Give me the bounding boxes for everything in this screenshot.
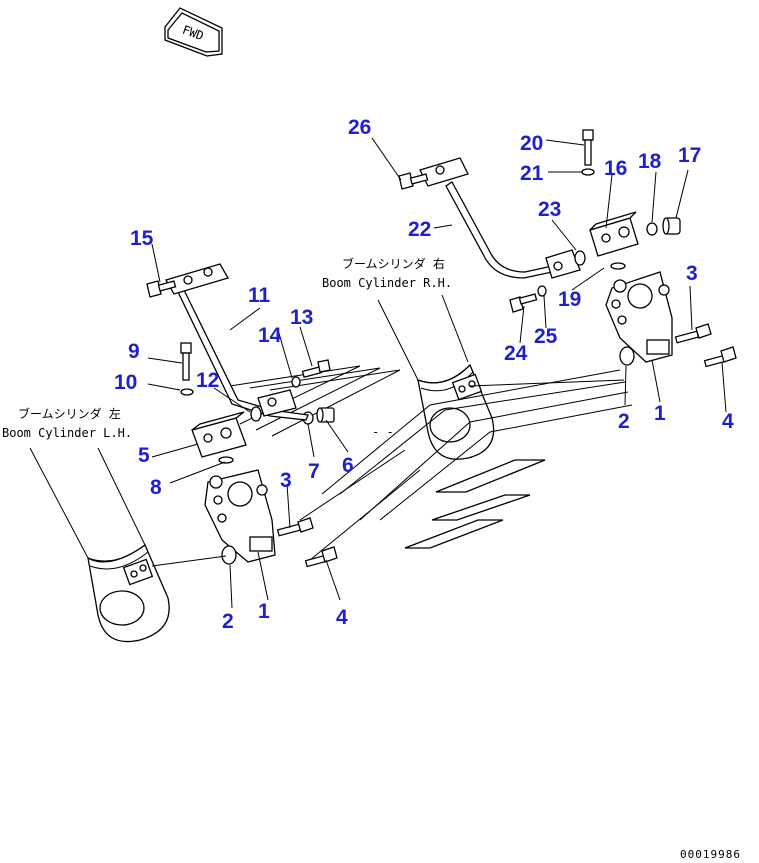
floor-plates xyxy=(404,459,546,549)
callout-17: 17 xyxy=(678,144,701,167)
callout-7: 7 xyxy=(308,460,320,483)
callout-5: 5 xyxy=(138,444,150,467)
callout-23: 23 xyxy=(538,198,561,221)
boom-cylinder-lh xyxy=(29,447,170,643)
hose-burst-valve-lh xyxy=(204,469,276,563)
o-ring-18 xyxy=(646,222,658,236)
bolt-15 xyxy=(146,280,177,298)
callout-14: 14 xyxy=(258,324,282,347)
flange-block-16 xyxy=(589,211,639,257)
callout-18: 18 xyxy=(638,150,662,173)
bolt-3-rh xyxy=(674,323,712,344)
boom-rh-jp-label: ブームシリンダ 右 xyxy=(342,256,445,271)
bolt-24 xyxy=(509,293,538,313)
boom-lh-jp-label: ブームシリンダ 左 xyxy=(18,406,121,421)
callout-21: 21 xyxy=(520,162,544,185)
o-ring-19 xyxy=(610,262,626,270)
o-ring-12 xyxy=(250,406,262,422)
center-mark: - - xyxy=(372,425,394,439)
o-ring-2-rh xyxy=(619,346,635,366)
bolt-4-rh xyxy=(703,346,737,368)
callout-22: 22 xyxy=(408,218,431,241)
bolt-3-lh xyxy=(276,517,314,537)
callout-3-rh: 3 xyxy=(686,262,698,285)
leader-lines xyxy=(147,137,727,609)
callout-9: 9 xyxy=(128,340,140,363)
o-ring-23 xyxy=(574,250,586,266)
callout-1-lh: 1 xyxy=(258,600,270,623)
o-ring-8 xyxy=(218,456,234,464)
callout-3-lh: 3 xyxy=(280,469,292,492)
fwd-label: FWD xyxy=(180,23,205,44)
bolt-4-lh xyxy=(304,546,338,568)
bolt-13 xyxy=(301,359,331,379)
callout-6: 6 xyxy=(342,454,354,477)
callout-11: 11 xyxy=(248,284,271,307)
washer-10 xyxy=(180,388,194,396)
drawing-code: 00019986 xyxy=(680,848,741,861)
washer-25 xyxy=(537,285,547,297)
callout-8: 8 xyxy=(150,476,162,499)
bolt-26 xyxy=(398,172,429,190)
washer-14 xyxy=(291,376,301,388)
callout-4-rh: 4 xyxy=(722,410,734,433)
washer-21 xyxy=(581,168,595,176)
tube-22 xyxy=(419,157,581,279)
fwd-arrow-icon: FWD xyxy=(164,7,223,57)
bolt-20 xyxy=(582,129,594,166)
boom-cylinder-rh xyxy=(377,294,495,460)
callouts: 1 1 2 2 3 3 4 4 5 6 7 8 9 10 11 12 13 14… xyxy=(114,116,734,633)
callout-2-lh: 2 xyxy=(222,610,234,633)
o-ring-2-lh xyxy=(221,545,237,565)
callout-24: 24 xyxy=(504,342,528,365)
callout-13: 13 xyxy=(290,306,313,329)
plug-6 xyxy=(316,407,335,423)
boom-lh-en-label: Boom Cylinder L.H. xyxy=(2,426,132,440)
plug-17 xyxy=(662,217,681,235)
bolt-9 xyxy=(180,342,192,381)
boom-rh-en-label: Boom Cylinder R.H. xyxy=(322,276,452,290)
callout-26: 26 xyxy=(348,116,371,139)
callout-10: 10 xyxy=(114,371,137,394)
callout-25: 25 xyxy=(534,325,558,348)
callout-19: 19 xyxy=(558,288,581,311)
callout-2-rh: 2 xyxy=(618,410,630,433)
callout-16: 16 xyxy=(604,157,627,180)
callout-20: 20 xyxy=(520,132,543,155)
callout-4-lh: 4 xyxy=(336,606,348,629)
callout-15: 15 xyxy=(130,227,154,250)
tube-11 xyxy=(165,263,309,421)
callout-1-rh: 1 xyxy=(654,402,666,425)
hose-burst-valve-rh xyxy=(605,271,673,363)
callout-12: 12 xyxy=(196,369,219,392)
flange-block-5 xyxy=(191,411,247,458)
